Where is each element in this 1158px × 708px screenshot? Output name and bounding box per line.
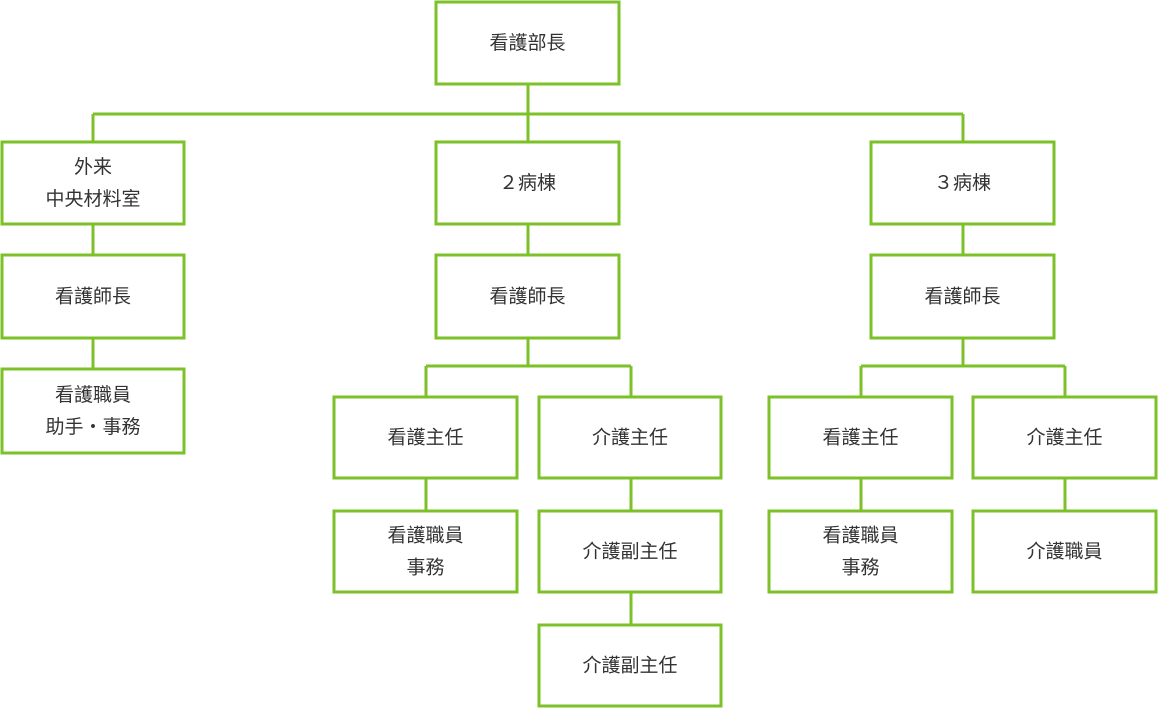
node-label: 事務 (841, 557, 879, 579)
node-outpatient-head-nurse: 看護師長 (0, 253, 186, 340)
node-label: 外来 (74, 156, 112, 178)
node-box (767, 395, 954, 480)
node-label: 事務 (406, 557, 444, 579)
node-ward3-nursing-chief: 看護主任 (767, 395, 954, 480)
node-label: 介護副主任 (582, 655, 677, 677)
node-label: ３病棟 (934, 172, 991, 194)
node-box (767, 509, 954, 594)
node-box (434, 253, 621, 340)
node-label: 介護主任 (1026, 427, 1102, 449)
node-label: 看護主任 (387, 427, 463, 449)
node-label: 看護師長 (924, 286, 1000, 308)
node-label: ２病棟 (499, 172, 556, 194)
node-box (0, 253, 186, 340)
node-label: 介護副主任 (582, 541, 677, 563)
node-box (332, 509, 519, 594)
node-ward2-head-nurse: 看護師長 (434, 253, 621, 340)
node-label: 看護師長 (55, 286, 131, 308)
node-box (869, 140, 1056, 226)
node-label: 看護職員 (55, 384, 131, 406)
node-ward3-care-chief: 介護主任 (971, 395, 1158, 480)
node-box (434, 140, 621, 226)
node-ward3: ３病棟 (869, 140, 1056, 226)
node-label: 看護主任 (822, 427, 898, 449)
connector-lines (91, 84, 1067, 625)
node-ward2-care-deputy-2: 介護副主任 (537, 623, 723, 708)
node-box (971, 509, 1158, 594)
node-label: 中央材料室 (45, 188, 140, 210)
node-label: 介護主任 (592, 427, 668, 449)
node-box (0, 140, 186, 226)
node-box (332, 395, 519, 480)
node-box (537, 623, 723, 708)
node-ward3-head-nurse: 看護師長 (869, 253, 1056, 340)
node-label: 看護部長 (489, 32, 565, 54)
node-box (0, 367, 186, 455)
node-head: 看護部長 (434, 0, 621, 86)
node-box (971, 395, 1158, 480)
node-label: 看護師長 (489, 286, 565, 308)
node-label: 介護職員 (1026, 541, 1102, 563)
node-ward2-care-chief: 介護主任 (537, 395, 723, 480)
node-box (869, 253, 1056, 340)
node-box (537, 395, 723, 480)
node-box (537, 509, 723, 594)
node-ward2-care-deputy-1: 介護副主任 (537, 509, 723, 594)
node-label: 助手・事務 (45, 416, 140, 438)
node-ward3-care-staff: 介護職員 (971, 509, 1158, 594)
node-ward2-nursing-chief: 看護主任 (332, 395, 519, 480)
node-box (434, 0, 621, 86)
node-label: 看護職員 (822, 525, 898, 547)
node-label: 看護職員 (387, 525, 463, 547)
node-ward2: ２病棟 (434, 140, 621, 226)
